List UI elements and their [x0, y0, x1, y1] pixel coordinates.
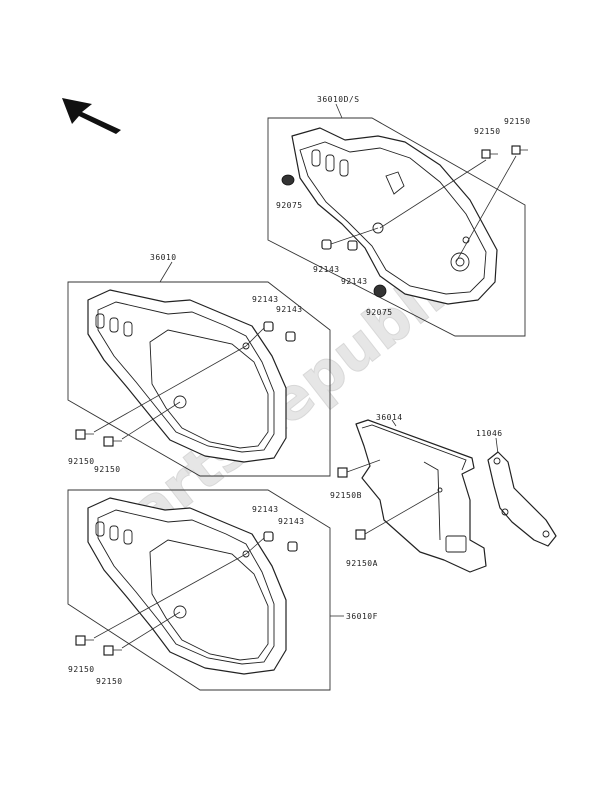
- part-label-92150: 92150: [68, 665, 95, 674]
- part-label-92150: 92150: [474, 127, 501, 136]
- grommet: [281, 174, 295, 186]
- bolt: [103, 645, 122, 656]
- group-36014: 36014 92150B 92150A 11046: [330, 413, 557, 573]
- part-label-92150: 92150: [68, 457, 95, 466]
- part-label-92150: 92150: [504, 117, 531, 126]
- part-label-36010: 36010: [150, 253, 177, 262]
- part-label-92150: 92150: [96, 677, 123, 686]
- bolt: [481, 149, 498, 159]
- bushing: [347, 240, 358, 251]
- part-label-92143: 92143: [252, 505, 279, 514]
- side-cover-part: [291, 127, 498, 305]
- part-label-36014: 36014: [376, 413, 403, 422]
- part-label-92075: 92075: [276, 201, 303, 210]
- part-label-92075: 92075: [366, 308, 393, 317]
- part-label-92143: 92143: [276, 305, 303, 314]
- part-label-92143: 92143: [341, 277, 368, 286]
- bolt: [337, 459, 381, 478]
- part-label-92143: 92143: [278, 517, 305, 526]
- side-cover-part: [87, 497, 287, 675]
- bushing: [263, 531, 274, 542]
- bolt: [355, 491, 439, 540]
- part-label-11046: 11046: [476, 429, 503, 438]
- bushing: [285, 331, 296, 342]
- bushing: [263, 321, 274, 332]
- grommet: [373, 284, 387, 298]
- part-label-92143: 92143: [313, 265, 340, 274]
- part-label-92143: 92143: [252, 295, 279, 304]
- part-label-36010d5: 36010D/S: [317, 95, 360, 104]
- part-label-92150a: 92150A: [346, 559, 378, 568]
- bolt: [75, 429, 94, 440]
- bolt: [511, 145, 528, 155]
- group-frame: [67, 281, 331, 477]
- group-36010: 36010 92143 92143 92150 92150: [67, 253, 331, 477]
- bushing: [321, 239, 332, 250]
- chain-cover-part: [355, 419, 487, 573]
- bracket-plate-part: [487, 451, 557, 547]
- group-frame: [67, 489, 331, 691]
- side-cover-part: [87, 289, 287, 463]
- group-frame: [267, 117, 526, 337]
- part-label-92150b: 92150B: [330, 491, 362, 500]
- bolt: [103, 436, 122, 447]
- part-label-92150: 92150: [94, 465, 121, 474]
- arrow-up-left-icon: [62, 98, 121, 134]
- part-label-36010f: 36010F: [346, 612, 378, 621]
- group-36010f: 36010F 92143 92143 92150 92150: [67, 489, 378, 691]
- bushing: [287, 541, 298, 552]
- bolt: [75, 635, 94, 646]
- group-36010d5: 36010D/S 92150 92150 92075 92143 92143 9…: [267, 95, 531, 337]
